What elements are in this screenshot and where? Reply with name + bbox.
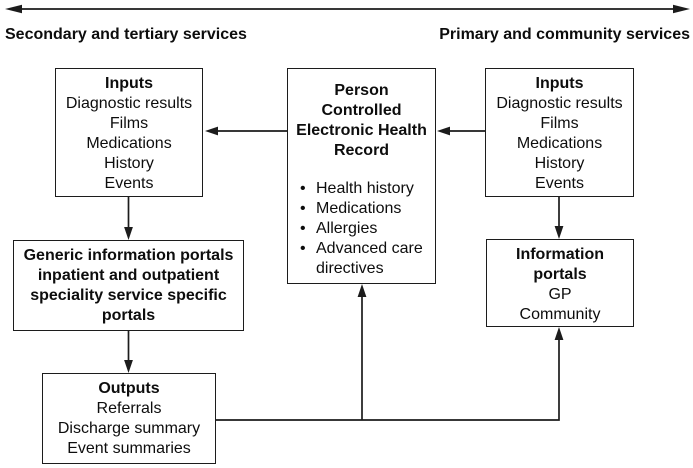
- box-title: Inputs: [535, 75, 584, 92]
- pcehr-bullet-item: Medications: [300, 199, 431, 219]
- box-line: speciality service specific: [30, 287, 227, 304]
- box-information-portals: Information portals GP Community: [486, 239, 634, 327]
- box-person-controlled-ehr: Person Controlled Electronic Health Reco…: [287, 68, 436, 284]
- arrow-secondary-inputs-to-generic-portals: [124, 197, 133, 240]
- box-line: History: [104, 155, 154, 172]
- pcehr-title-line: Electronic Health: [296, 122, 427, 139]
- box-line: Medications: [516, 135, 603, 152]
- box-line: GP: [548, 286, 572, 303]
- box-line: Films: [540, 115, 579, 132]
- pcehr-title-line: Person: [334, 82, 389, 99]
- box-line: Diagnostic results: [65, 95, 193, 112]
- box-primary-inputs: Inputs Diagnostic results Films Medicati…: [485, 68, 634, 197]
- box-generic-information-portals: Generic information portals inpatient an…: [13, 240, 244, 331]
- arrow-primary-inputs-to-information-portals: [554, 197, 564, 239]
- box-title: Outputs: [98, 380, 160, 397]
- box-line: Generic information portals: [23, 247, 234, 264]
- pcehr-bullet-list: Health history Medications Allergies Adv…: [288, 179, 435, 279]
- pcehr-title-line: Controlled: [321, 102, 402, 119]
- box-line: Event summaries: [67, 440, 191, 457]
- box-line: History: [534, 155, 585, 172]
- box-outputs: Outputs Referrals Discharge summary Even…: [42, 373, 216, 464]
- arrow-generic-portals-to-outputs: [124, 331, 133, 373]
- pcehr-title-line: Record: [333, 142, 390, 159]
- box-title: Inputs: [105, 75, 153, 92]
- box-line: Discharge summary: [57, 420, 201, 437]
- arrow-primary-inputs-to-pcehr: [437, 126, 485, 136]
- box-title-line: portals: [533, 266, 587, 283]
- box-secondary-inputs: Inputs Diagnostic results Films Medicati…: [55, 68, 203, 197]
- pcehr-title: Person Controlled Electronic Health Reco…: [288, 81, 435, 161]
- top-double-arrow: [5, 4, 690, 14]
- heading-secondary-tertiary-services: Secondary and tertiary services: [5, 26, 247, 43]
- box-line: Films: [109, 115, 149, 132]
- box-title-line: Information: [516, 246, 604, 263]
- box-line: Events: [104, 175, 154, 192]
- box-line: Events: [535, 175, 584, 192]
- heading-primary-community-services: Primary and community services: [439, 26, 690, 43]
- box-line: Medications: [86, 135, 172, 152]
- box-line: Community: [519, 306, 601, 323]
- pcehr-bullet-item: Health history: [300, 179, 431, 199]
- box-line: Diagnostic results: [496, 95, 623, 112]
- box-line: portals: [101, 307, 156, 324]
- pcehr-bullet-item: Allergies: [300, 219, 431, 239]
- arrow-pcehr-to-secondary-inputs: [205, 126, 287, 136]
- pcehr-bullet-item: Advanced care directives: [300, 239, 431, 279]
- box-line: inpatient and outpatient: [37, 267, 220, 284]
- box-line: Referrals: [96, 400, 162, 417]
